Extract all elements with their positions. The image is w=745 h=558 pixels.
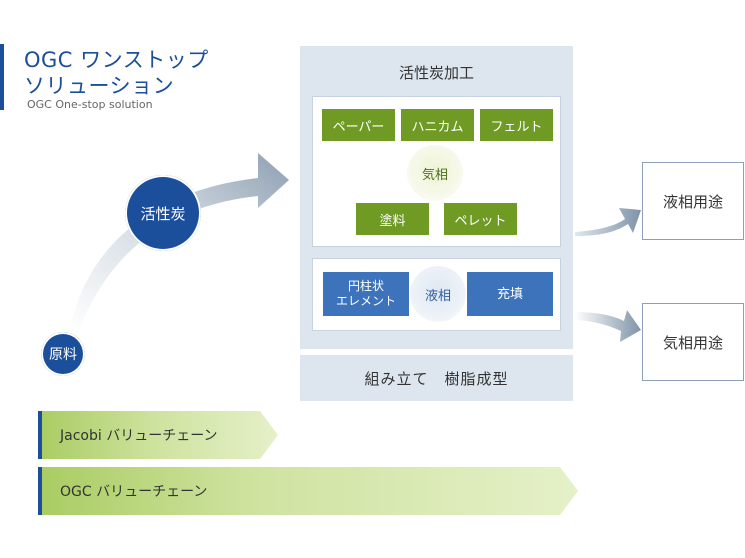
- ogc-chain-label: OGC バリューチェーン: [60, 484, 208, 500]
- ogc-value-chain: OGC バリューチェーン: [38, 467, 578, 515]
- liquid-item-cylinder-element: 円柱状 エレメント: [323, 272, 409, 316]
- gas-use-arrow-icon: [575, 310, 641, 342]
- liquid-item-fill: 充填: [467, 272, 553, 316]
- jacobi-chain-arrow-icon: [38, 411, 278, 459]
- liquid-use-box: 液相用途: [642, 162, 744, 240]
- gas-item-felt: フェルト: [480, 109, 553, 141]
- liquid-use-arrow-icon: [575, 208, 641, 236]
- page-title-line1: OGC ワンストップ: [24, 48, 209, 72]
- gas-use-box: 気相用途: [642, 303, 744, 381]
- raw-material-circle: 原料: [41, 332, 85, 376]
- processing-title: 活性炭加工: [398, 64, 474, 82]
- jacobi-chain-label: Jacobi バリューチェーン: [60, 428, 218, 444]
- page-subtitle: OGC One-stop solution: [27, 98, 153, 111]
- gas-item-paper: ペーパー: [322, 109, 395, 141]
- ogc-chain-arrow-icon: [38, 467, 578, 515]
- assembly-molding-box: 組み立て 樹脂成型: [300, 355, 573, 401]
- liquid-phase-label: 液相: [410, 266, 466, 322]
- gas-item-honeycomb: ハニカム: [401, 109, 474, 141]
- main-flow-arrow-icon: [70, 153, 289, 332]
- gas-item-paint: 塗料: [356, 203, 429, 235]
- liquid-item-cylinder-line2: エレメント: [335, 294, 396, 308]
- jacobi-value-chain: Jacobi バリューチェーン: [38, 411, 278, 459]
- gas-item-pellet: ペレット: [444, 203, 517, 235]
- gas-phase-label: 気相: [407, 145, 463, 201]
- activated-carbon-circle: 活性炭: [125, 175, 201, 251]
- title-accent-bar: [0, 44, 4, 110]
- page-title-line2: ソリューション: [24, 74, 175, 98]
- liquid-item-cylinder-line1: 円柱状: [347, 279, 384, 293]
